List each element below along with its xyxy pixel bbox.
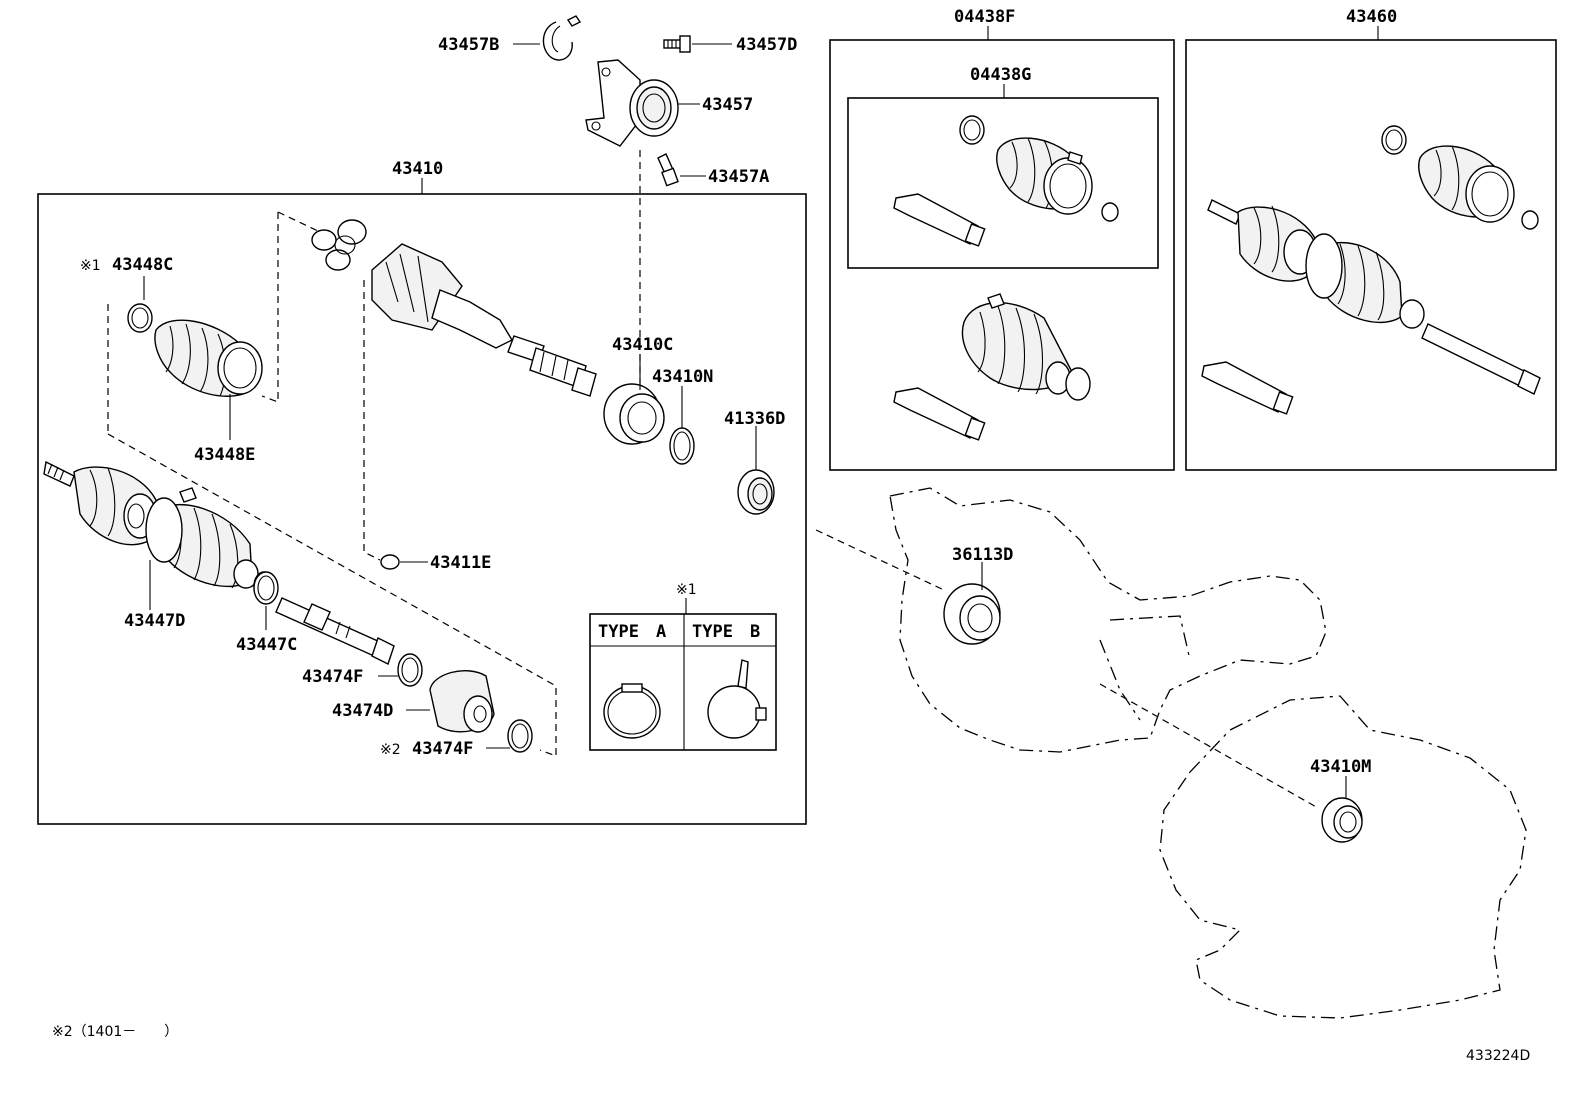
clamp-type-a-icon bbox=[603, 683, 661, 739]
type-b-label: TYPE B bbox=[692, 622, 760, 642]
kit-04438G-grease bbox=[893, 193, 986, 247]
label-43448E[interactable]: 43448E bbox=[194, 445, 255, 465]
tripod-joint[interactable] bbox=[311, 219, 367, 271]
kit-box-04438G bbox=[847, 97, 1159, 269]
kit-04438F-grease bbox=[893, 387, 986, 441]
label-43410C[interactable]: 43410C bbox=[612, 335, 673, 355]
kit-04438G-clamp bbox=[959, 115, 985, 145]
kit-04438G-ring bbox=[1101, 202, 1119, 222]
kit-04438F-boot bbox=[961, 293, 1091, 401]
label-36113D[interactable]: 36113D bbox=[952, 545, 1013, 565]
label-43474D[interactable]: 43474D bbox=[332, 701, 393, 721]
asm-43460-ring bbox=[1521, 210, 1539, 230]
oil-seal-41336D[interactable] bbox=[737, 469, 775, 515]
label-43474F-b[interactable]: 43474F bbox=[412, 739, 473, 759]
label-43457D[interactable]: 43457D bbox=[736, 35, 797, 55]
transaxle-housing bbox=[889, 487, 1327, 753]
boot-43448E[interactable] bbox=[154, 319, 263, 397]
label-43457B[interactable]: 43457B bbox=[438, 35, 499, 55]
label-43447C[interactable]: 43447C bbox=[236, 635, 297, 655]
footnote: ※2（1401－ ） bbox=[52, 1024, 178, 1040]
clamp-43448C[interactable] bbox=[127, 303, 153, 333]
bracket-43457[interactable] bbox=[585, 59, 679, 147]
clamp-43474F-b[interactable] bbox=[507, 719, 533, 753]
label-41336D[interactable]: 41336D bbox=[724, 409, 785, 429]
label-04438G[interactable]: 04438G bbox=[970, 65, 1031, 85]
label-43457[interactable]: 43457 bbox=[702, 95, 753, 115]
clip-43457B[interactable] bbox=[542, 15, 582, 61]
label-43411E[interactable]: 43411E bbox=[430, 553, 491, 573]
type-legend: ※1 TYPE A TYPE B bbox=[589, 582, 777, 751]
transfer-housing bbox=[1159, 695, 1527, 1019]
label-43410[interactable]: 43410 bbox=[392, 159, 443, 179]
damper-43474D[interactable] bbox=[429, 670, 495, 733]
mark-43474F-b: ※2 bbox=[380, 742, 401, 758]
bolt-43457D[interactable] bbox=[663, 35, 691, 53]
bearing-43410C[interactable] bbox=[603, 383, 665, 445]
type-a-label: TYPE A bbox=[598, 622, 666, 642]
label-43410N[interactable]: 43410N bbox=[652, 367, 713, 387]
oil-seal-43410M[interactable] bbox=[1321, 797, 1363, 843]
mark-43448C: ※1 bbox=[80, 258, 101, 274]
oil-seal-36113D[interactable] bbox=[943, 583, 1001, 645]
clamp-43447C[interactable] bbox=[253, 571, 279, 605]
label-43457A[interactable]: 43457A bbox=[708, 167, 769, 187]
snap-ring-43410N[interactable] bbox=[669, 427, 695, 465]
kit-04438G-boot bbox=[996, 137, 1093, 215]
outboard-joint-43447D[interactable] bbox=[43, 460, 275, 601]
label-43460[interactable]: 43460 bbox=[1346, 7, 1397, 27]
clamp-type-b-icon bbox=[707, 659, 767, 739]
bolt-43457A[interactable] bbox=[657, 153, 679, 187]
clamp-43474F-a[interactable] bbox=[397, 653, 423, 687]
shaft-outboard[interactable] bbox=[275, 597, 395, 665]
asm-43460-drive-shaft bbox=[1207, 199, 1541, 395]
kit-box-04438F bbox=[829, 39, 1175, 471]
label-43410M[interactable]: 43410M bbox=[1310, 757, 1371, 777]
label-04438F[interactable]: 04438F bbox=[954, 7, 1015, 27]
label-43448C[interactable]: 43448C bbox=[112, 255, 173, 275]
snap-ring-43411E[interactable] bbox=[380, 554, 400, 570]
label-43447D[interactable]: 43447D bbox=[124, 611, 185, 631]
asm-43460-clamp bbox=[1381, 125, 1407, 155]
type-legend-marker: ※1 bbox=[676, 582, 697, 598]
diagram-id: 433224D bbox=[1466, 1048, 1530, 1064]
inboard-joint-shaft-43410[interactable] bbox=[371, 243, 597, 397]
asm-43460-boot bbox=[1418, 145, 1515, 223]
label-43474F-a[interactable]: 43474F bbox=[302, 667, 363, 687]
asm-43460-grease bbox=[1201, 361, 1294, 415]
assembly-box-43460 bbox=[1185, 39, 1557, 471]
